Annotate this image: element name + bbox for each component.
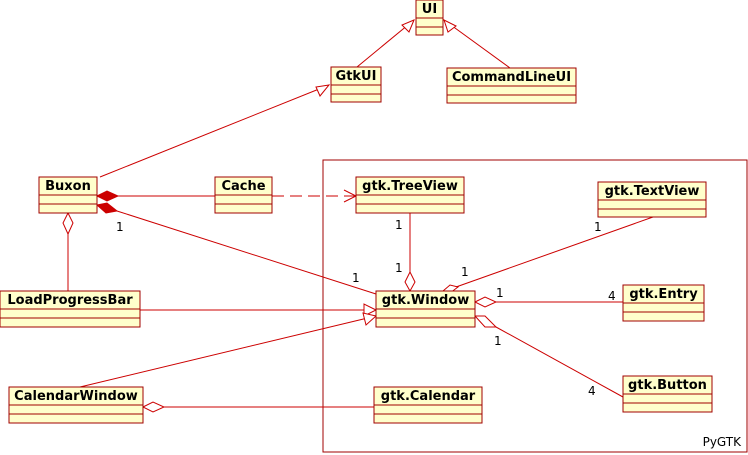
class-gtkui[interactable]: GtkUI [330,66,382,103]
class-cache-name: Cache [221,179,265,194]
class-gtk-entry[interactable]: gtk.Entry [622,284,705,322]
class-ui[interactable]: UI [415,0,444,36]
mult-textview-src: 1 [594,220,602,234]
mult-button-window: 1 [494,334,502,348]
generalization-commandlineui-ui [443,19,511,69]
class-commandlineui-name: CommandLineUI [452,70,571,85]
class-gtk-button-name: gtk.Button [628,378,707,393]
gen-arrowhead-ui-left [401,19,415,33]
gen-arrowhead-gtkui [315,84,331,97]
composition-diamond-window [95,202,119,214]
class-gtk-textview-name: gtk.TextView [605,184,700,199]
class-commandlineui[interactable]: CommandLineUI [446,67,577,104]
gen-arrowhead-window-1 [363,303,378,317]
class-gtkui-name: GtkUI [336,69,377,84]
mult-textview-window: 1 [461,265,469,279]
aggregation-diamond-calendarwindow [141,401,166,413]
mult-buxon-window-dst: 1 [352,271,360,285]
class-gtk-textview[interactable]: gtk.TextView [597,181,707,218]
class-gtk-treeview[interactable]: gtk.TreeView [355,176,465,214]
aggregation-window-textview [455,216,654,288]
class-calendarwindow[interactable]: CalendarWindow [8,386,144,424]
relationships [67,19,654,408]
class-gtk-window[interactable]: gtk.Window [375,290,476,328]
class-gtk-window-name: gtk.Window [382,293,469,308]
pygtk-package-label: PyGTK [703,435,743,449]
aggregation-diamond-window-button [473,315,498,328]
gen-arrowhead-ui-right [443,19,457,33]
class-gtk-button[interactable]: gtk.Button [622,375,713,413]
generalization-buxon-gtkui [99,84,330,178]
composition-buxon-window [116,210,377,295]
composition-diamond-cache [95,190,120,202]
class-calendarwindow-name: CalendarWindow [14,389,138,404]
aggregation-diamond-buxon [62,211,74,236]
mult-buxon-window-src: 1 [116,220,124,234]
generalization-calendarwindow-window [79,315,377,388]
class-buxon-name: Buxon [45,179,91,194]
mult-button-dst: 4 [588,384,596,398]
pygtk-package-frame [322,159,748,453]
class-gtk-calendar[interactable]: gtk.Calendar [373,386,483,424]
mult-treeview-src: 1 [395,218,403,232]
class-ui-name: UI [422,2,437,17]
aggregation-diamond-window-entry [473,296,498,308]
mult-treeview-window: 1 [395,261,403,275]
class-gtk-treeview-name: gtk.TreeView [362,179,458,194]
class-loadprogressbar[interactable]: LoadProgressBar [0,290,141,328]
class-gtk-entry-name: gtk.Entry [629,287,698,302]
aggregation-window-button [495,326,624,398]
class-gtk-calendar-name: gtk.Calendar [381,389,476,404]
class-cache[interactable]: Cache [214,176,273,214]
mult-entry-dst: 4 [608,289,616,303]
class-buxon[interactable]: Buxon [38,176,98,214]
gen-arrowhead-window-2 [362,312,378,326]
mult-entry-window: 1 [496,286,504,300]
aggregation-diamond-window-top [404,270,416,293]
class-loadprogressbar-name: LoadProgressBar [7,293,133,308]
